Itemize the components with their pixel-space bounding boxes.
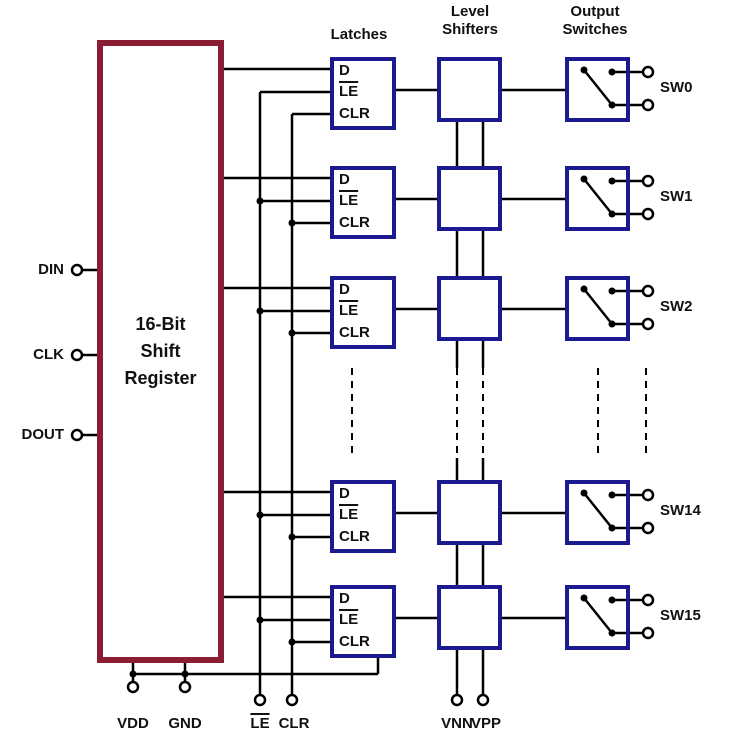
level-shifter-block-0: [437, 57, 502, 122]
switch-symbol-sw14: [580, 488, 655, 535]
output-switches-header: Output Switches: [562, 3, 628, 38]
vnn-rail: [450, 122, 464, 707]
latch-le-label: LE: [339, 83, 359, 100]
latch-clr-label: CLR: [339, 214, 370, 231]
sw2-label: SW2: [660, 298, 693, 315]
vdd-terminal: [126, 680, 140, 694]
vdd-label: VDD: [117, 715, 149, 732]
switch-symbol-sw2: [580, 284, 655, 331]
switch-symbol-sw1: [580, 174, 655, 221]
level-shifter-block-1: [437, 166, 502, 231]
sw0-label: SW0: [660, 79, 693, 96]
sw1-label: SW1: [660, 188, 693, 205]
latch-block-0: D LE CLR: [330, 57, 396, 130]
output-switch-block-15: [565, 585, 630, 650]
level-shifter-block-14: [437, 480, 502, 545]
input-pins: [70, 263, 97, 442]
level-shifter-block-15: [437, 585, 502, 650]
latch-block-2: D LE CLR: [330, 276, 396, 349]
dout-terminal: [70, 428, 84, 442]
sw15-label: SW15: [660, 607, 701, 624]
dout-label: DOUT: [21, 426, 65, 443]
switch-symbol-sw15: [580, 593, 655, 640]
latch-le-label: LE: [339, 302, 359, 319]
latch-d-label: D: [339, 62, 350, 79]
power-pins: [126, 658, 380, 694]
output-switch-block-1: [565, 166, 630, 231]
switch-symbol-sw0: [580, 65, 655, 112]
latch-clr-label: CLR: [339, 633, 370, 650]
vpp-label: VPP: [470, 715, 501, 732]
latches-header: Latches: [330, 26, 388, 43]
vnn-terminal: [450, 693, 464, 707]
le-bus: [253, 92, 267, 707]
gnd-label: GND: [168, 715, 202, 732]
clr-terminal: [285, 693, 299, 707]
latch-d-label: D: [339, 590, 350, 607]
shift-register-title: 16-Bit Shift Register: [124, 314, 197, 388]
clr-label: CLR: [278, 715, 310, 732]
latch-block-15: D LE CLR: [330, 585, 396, 658]
din-terminal: [70, 263, 84, 277]
clr-bus: [285, 114, 299, 707]
latch-block-1: D LE CLR: [330, 166, 396, 239]
latch-le-label: LE: [339, 192, 359, 209]
latch-clr-label: CLR: [339, 105, 370, 122]
shift-register-block: 16-Bit Shift Register: [97, 40, 224, 663]
latch-le-label: LE: [339, 611, 359, 628]
din-label: DIN: [38, 261, 64, 278]
latch-le-label: LE: [339, 506, 359, 523]
clk-terminal: [70, 348, 84, 362]
latch-d-label: D: [339, 485, 350, 502]
latch-clr-label: CLR: [339, 528, 370, 545]
latch-block-14: D LE CLR: [330, 480, 396, 553]
vpp-rail: [476, 122, 490, 707]
level-shifter-block-2: [437, 276, 502, 341]
level-shifters-header: Level Shifters: [442, 3, 498, 38]
switch-symbols: [580, 65, 655, 640]
latch-d-label: D: [339, 171, 350, 188]
row-wires: [224, 67, 643, 644]
latch-d-label: D: [339, 281, 350, 298]
output-switch-block-2: [565, 276, 630, 341]
sw14-label: SW14: [660, 502, 701, 519]
output-switch-block-14: [565, 480, 630, 545]
dashed-continuation: [351, 368, 647, 458]
clk-label: CLK: [33, 346, 64, 363]
vnn-label: VNN: [441, 715, 473, 732]
le-label: LE: [250, 715, 270, 732]
vpp-terminal: [476, 693, 490, 707]
latch-clr-label: CLR: [339, 324, 370, 341]
output-switch-block-0: [565, 57, 630, 122]
gnd-terminal: [178, 680, 192, 694]
le-terminal: [253, 693, 267, 707]
